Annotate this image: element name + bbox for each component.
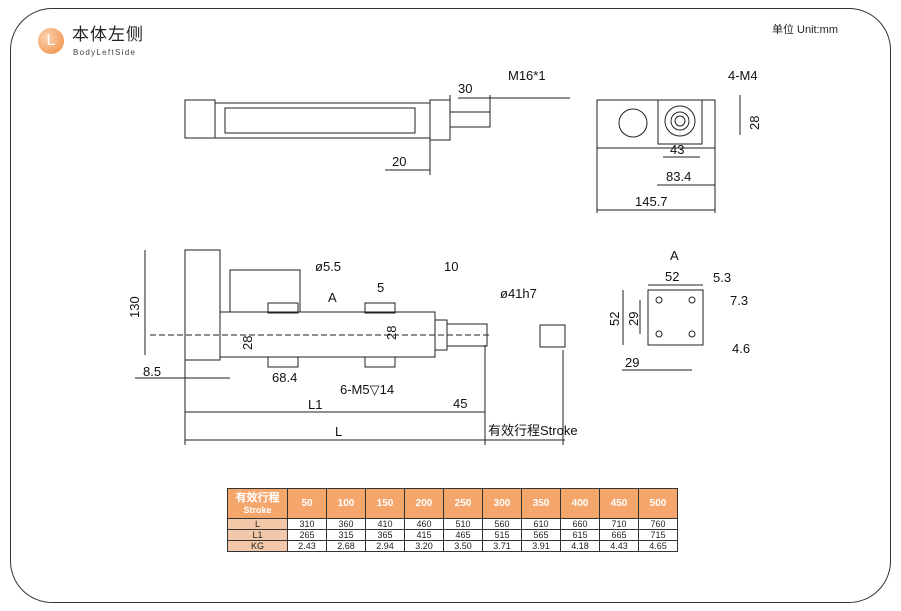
thread-label: M16*1 bbox=[508, 68, 546, 83]
section-a-mark: A bbox=[328, 290, 337, 305]
unit-label: 单位 Unit:mm bbox=[772, 24, 838, 36]
hole-label: ø5.5 bbox=[315, 259, 341, 274]
table-cell: 760 bbox=[638, 518, 678, 530]
table-cell: 310 bbox=[287, 518, 327, 530]
table-cell: 3.50 bbox=[443, 540, 483, 552]
stroke-col: 100 bbox=[326, 488, 366, 519]
dim-8-5: 8.5 bbox=[143, 364, 161, 379]
table-cell: 615 bbox=[560, 529, 600, 541]
screws-label: 4-M4 bbox=[728, 68, 758, 83]
stroke-col: 300 bbox=[482, 488, 522, 519]
top-view: 30 M16*1 20 bbox=[184, 68, 570, 175]
table-cell: 610 bbox=[521, 518, 561, 530]
table-cell: 3.91 bbox=[521, 540, 561, 552]
table-cell: 315 bbox=[326, 529, 366, 541]
end-view: 4-M4 28 43 83.4 145.7 bbox=[596, 68, 762, 213]
dim-L1: L1 bbox=[308, 397, 322, 412]
table-cell: 360 bbox=[326, 518, 366, 530]
dim-4-6: 4.6 bbox=[732, 341, 750, 356]
dim-45: 45 bbox=[453, 396, 467, 411]
table-cell: 4.43 bbox=[599, 540, 639, 552]
table-cell: 2.68 bbox=[326, 540, 366, 552]
table-cell: 660 bbox=[560, 518, 600, 530]
stroke-label: 有效行程Stroke bbox=[488, 423, 578, 438]
table-cell: 2.94 bbox=[365, 540, 405, 552]
table-cell: 415 bbox=[404, 529, 444, 541]
dim-5-3: 5.3 bbox=[713, 270, 731, 285]
table-cell: 2.43 bbox=[287, 540, 327, 552]
table-cell: 665 bbox=[599, 529, 639, 541]
table-cell: 3.20 bbox=[404, 540, 444, 552]
section-badge: L bbox=[38, 28, 64, 54]
page-subtitle: BodyLeftSide bbox=[73, 48, 137, 57]
dim-68-4: 68.4 bbox=[272, 370, 297, 385]
table-cell: 565 bbox=[521, 529, 561, 541]
stroke-col: 250 bbox=[443, 488, 483, 519]
dim-83-4: 83.4 bbox=[666, 169, 691, 184]
page-title: 本体左侧 bbox=[72, 25, 144, 44]
table-cell: 365 bbox=[365, 529, 405, 541]
dim-28-right: 28 bbox=[384, 326, 399, 340]
dim-10: 10 bbox=[444, 259, 458, 274]
table-cell: 715 bbox=[638, 529, 678, 541]
dim-28-end: 28 bbox=[747, 116, 762, 130]
table-cell: 710 bbox=[599, 518, 639, 530]
table-cell: 265 bbox=[287, 529, 327, 541]
table-cell: 460 bbox=[404, 518, 444, 530]
table-cell: 560 bbox=[482, 518, 522, 530]
stroke-col: 200 bbox=[404, 488, 444, 519]
table-cell: 4.18 bbox=[560, 540, 600, 552]
table-cell: 3.71 bbox=[482, 540, 522, 552]
shaft-label: ø41h7 bbox=[500, 286, 537, 301]
dim-30: 30 bbox=[458, 81, 472, 96]
stroke-col: 350 bbox=[521, 488, 561, 519]
dim-7-3: 7.3 bbox=[730, 293, 748, 308]
table-cell: 515 bbox=[482, 529, 522, 541]
dim-52-height: 52 bbox=[607, 312, 622, 326]
dim-43: 43 bbox=[670, 142, 684, 157]
row-label: L1 bbox=[227, 529, 288, 541]
table-cell: 4.65 bbox=[638, 540, 678, 552]
stroke-col: 50 bbox=[287, 488, 327, 519]
stroke-col: 400 bbox=[560, 488, 600, 519]
row-label: KG bbox=[227, 540, 288, 552]
table-cell: 410 bbox=[365, 518, 405, 530]
page-frame bbox=[10, 8, 891, 603]
dim-5: 5 bbox=[377, 280, 384, 295]
dim-130: 130 bbox=[127, 296, 142, 318]
view-a-label: A bbox=[670, 248, 679, 263]
row-label: L bbox=[227, 518, 288, 530]
stroke-col: 500 bbox=[638, 488, 678, 519]
dim-20: 20 bbox=[392, 154, 406, 169]
dim-29-horizontal: 29 bbox=[625, 355, 639, 370]
dim-L: L bbox=[335, 424, 342, 439]
dim-145-7: 145.7 bbox=[635, 194, 668, 209]
stroke-col: 150 bbox=[365, 488, 405, 519]
dim-28-left: 28 bbox=[240, 336, 255, 350]
dim-52-width: 52 bbox=[665, 269, 679, 284]
stroke-header-cn: 有效行程 bbox=[235, 491, 280, 504]
table-cell: 510 bbox=[443, 518, 483, 530]
stroke-col: 450 bbox=[599, 488, 639, 519]
flange-view: A 52 5.3 7.3 52 29 29 4.6 bbox=[607, 248, 750, 371]
table-cell: 465 bbox=[443, 529, 483, 541]
stroke-header-en: Stroke bbox=[243, 504, 272, 515]
tap-label: 6-M5▽14 bbox=[340, 382, 394, 397]
front-view: 130 ø5.5 10 5 ø41h7 28 28 8.5 68.4 6-M5▽… bbox=[127, 249, 578, 445]
dim-29-vertical: 29 bbox=[626, 312, 641, 326]
